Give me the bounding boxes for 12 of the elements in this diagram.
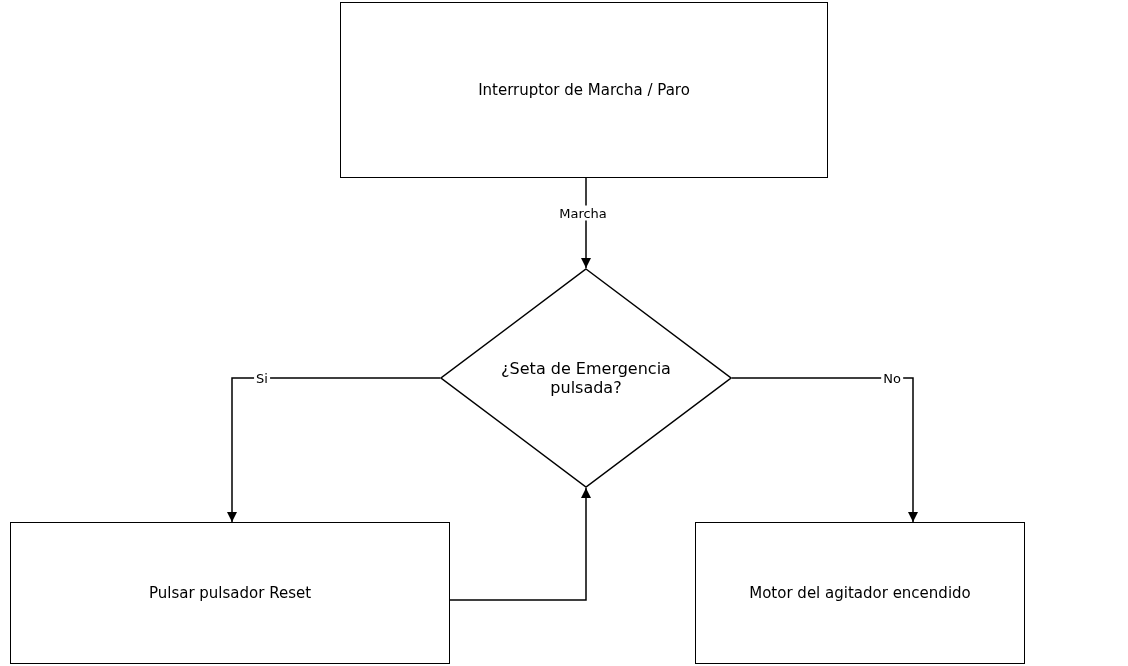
edge-label: Si <box>254 370 270 386</box>
process-box <box>10 522 450 664</box>
arrow <box>449 487 591 601</box>
arrow <box>227 377 441 523</box>
node-text: Motor del agitador encendido <box>749 584 971 602</box>
arrow <box>731 377 918 523</box>
node-text: Interruptor de Marcha / Paro <box>478 81 690 99</box>
process-box <box>340 2 828 178</box>
process-box <box>695 522 1025 664</box>
edge-label: Marcha <box>557 205 609 221</box>
node-text: ¿Seta de Emergencia pulsada? <box>500 359 672 397</box>
node-text: Pulsar pulsador Reset <box>148 584 312 602</box>
